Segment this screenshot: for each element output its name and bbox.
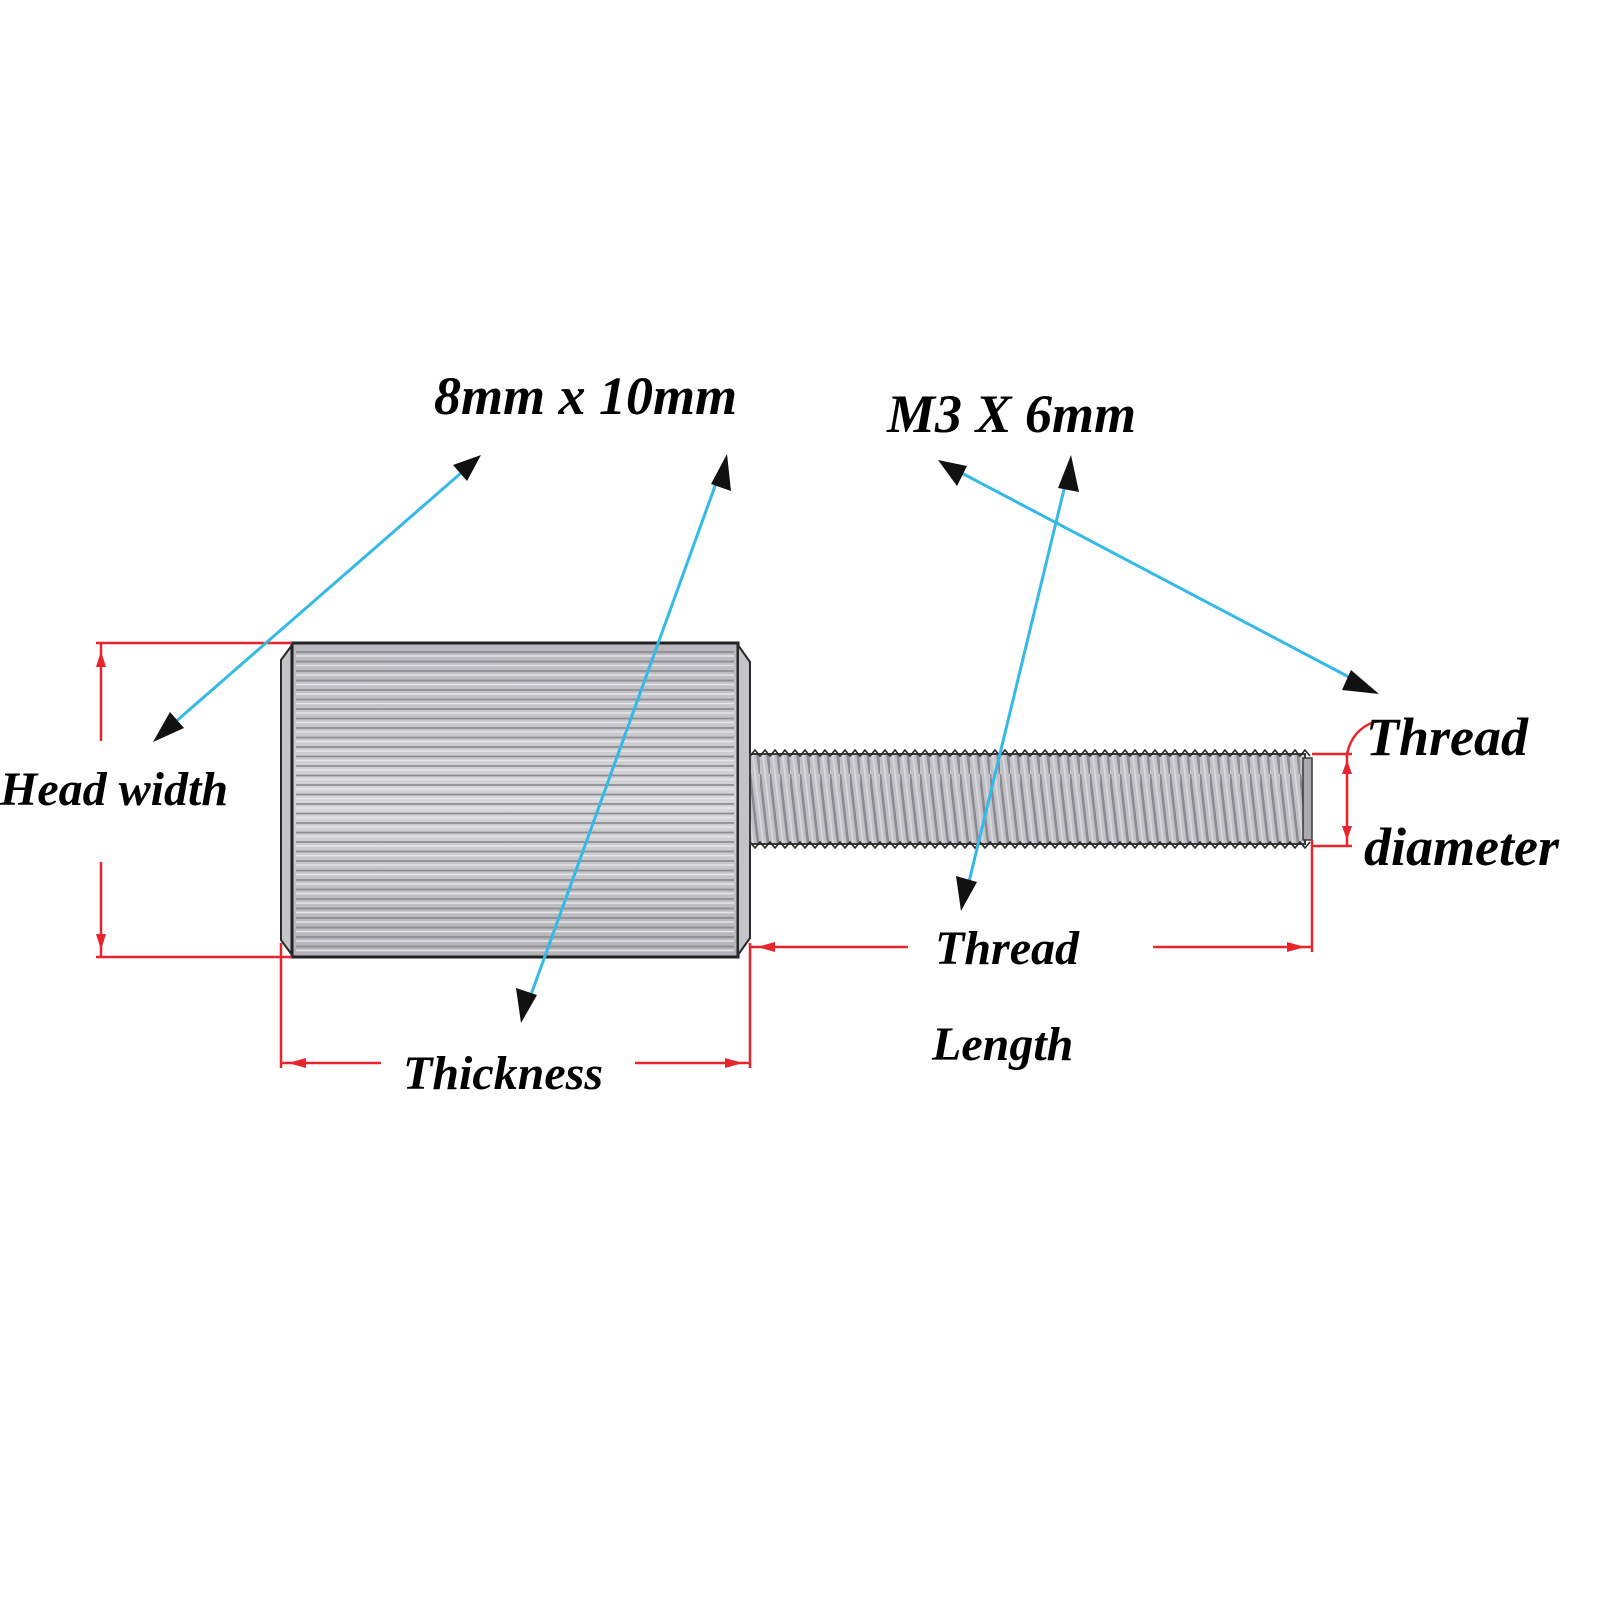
arrow-callout-thread-length-start bbox=[1058, 455, 1079, 492]
thread-diameter-label-line2: diameter bbox=[1364, 817, 1559, 877]
callout-arrowheads bbox=[153, 454, 1379, 1023]
screw-thread bbox=[749, 748, 1313, 850]
callout-thread-length bbox=[965, 476, 1069, 891]
head-chamfer-left bbox=[280, 641, 293, 959]
arrow-callout-thickness-start bbox=[711, 454, 731, 491]
thread-tip bbox=[1302, 757, 1313, 841]
dimension-arrowheads bbox=[96, 651, 1352, 1068]
head-width-label: Head width bbox=[0, 763, 229, 816]
callout-thread-diameter bbox=[953, 467, 1367, 688]
thread-length-label-line1: Thread bbox=[935, 922, 1079, 975]
arrow-callout-thickness-end bbox=[516, 988, 537, 1023]
arrow-callout-head-width-end bbox=[153, 712, 184, 742]
head-knurling bbox=[296, 651, 734, 952]
thread-body bbox=[749, 753, 1306, 845]
head-body bbox=[290, 641, 740, 959]
arrow-callout-thread-diameter-start bbox=[938, 460, 967, 486]
arrow-head-width-down bbox=[96, 934, 106, 950]
callout-head-width bbox=[172, 471, 462, 726]
arrow-thread-length-right bbox=[1287, 942, 1305, 952]
thickness-label: Thickness bbox=[403, 1047, 604, 1100]
arrow-head-width-up bbox=[96, 651, 106, 667]
head-spec-label: 8mm x 10mm bbox=[434, 366, 738, 426]
thread-length-label-line2: Length bbox=[932, 1018, 1074, 1071]
arrow-thread-length-left bbox=[757, 942, 775, 952]
callout-thickness bbox=[526, 474, 721, 1004]
arrow-thread-diameter-down bbox=[1342, 826, 1352, 840]
arrow-callout-thread-length-end bbox=[956, 876, 977, 911]
screw-head bbox=[280, 641, 751, 959]
arrow-thickness-left bbox=[288, 1058, 306, 1068]
thread-spec-label: M3 X 6mm bbox=[887, 384, 1137, 444]
head-chamfer-right bbox=[737, 641, 751, 959]
arrow-thread-diameter-up bbox=[1342, 760, 1352, 774]
arrow-callout-thread-diameter-end bbox=[1342, 670, 1379, 694]
thread-diameter-leader bbox=[1345, 720, 1375, 755]
thread-diameter-label-line1: Thread bbox=[1366, 707, 1528, 767]
arrow-callout-head-width-start bbox=[453, 455, 481, 481]
arrow-thickness-right bbox=[725, 1058, 743, 1068]
thread-crests bbox=[749, 748, 1311, 850]
callout-lines bbox=[172, 467, 1367, 1004]
